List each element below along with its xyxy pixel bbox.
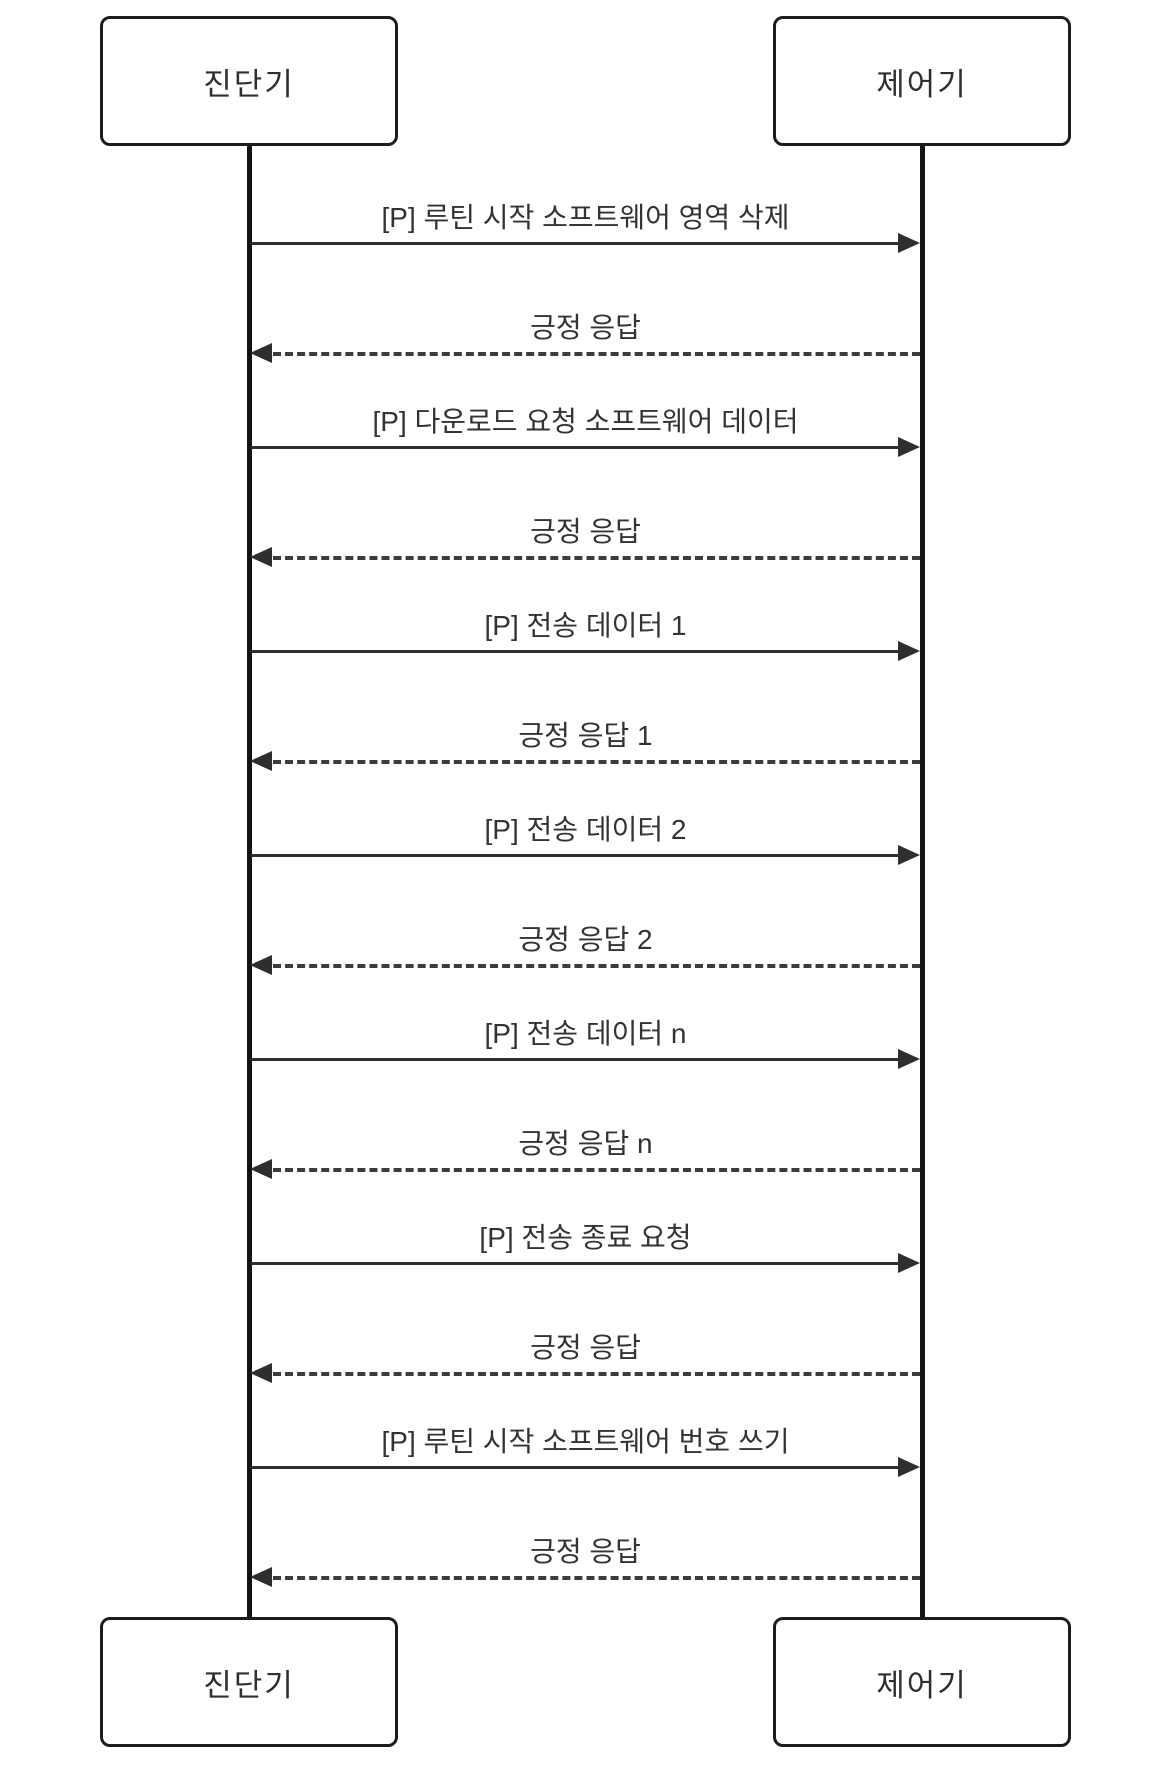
request-message-label: [P] 전송 데이터 2: [484, 814, 687, 845]
request-message-label: [P] 루틴 시작 소프트웨어 영역 삭제: [381, 202, 790, 233]
actor-label: 제어기: [876, 66, 968, 102]
arrowhead-right-icon: [898, 233, 920, 253]
arrowhead-left-icon: [250, 1159, 272, 1179]
lifeline-diagnostic: [247, 146, 252, 1617]
response-arrow-line: [273, 556, 920, 560]
request-message-label: [P] 전송 종료 요청: [479, 1222, 692, 1253]
actor-box-diagnostic-bottom: 진단기: [100, 1617, 398, 1747]
response-message-label: 긍정 응답 n: [518, 1128, 653, 1159]
actor-label: 제어기: [876, 1667, 968, 1703]
response-arrow-line: [273, 1168, 920, 1172]
arrowhead-right-icon: [898, 1253, 920, 1273]
request-arrow-line: [251, 446, 898, 449]
request-message-label: [P] 전송 데이터 n: [484, 1018, 687, 1049]
response-arrow-line: [273, 760, 920, 764]
request-arrow-line: [251, 854, 898, 857]
arrowhead-right-icon: [898, 641, 920, 661]
response-arrow-line: [273, 352, 920, 356]
actor-label: 진단기: [203, 66, 295, 102]
response-message-label: 긍정 응답: [530, 516, 641, 547]
response-message-label: 긍정 응답 2: [518, 924, 653, 955]
request-arrow-line: [251, 1058, 898, 1061]
arrowhead-left-icon: [250, 1363, 272, 1383]
response-message-label: 긍정 응답 1: [518, 720, 653, 751]
arrowhead-left-icon: [250, 1567, 272, 1587]
response-message-label: 긍정 응답: [530, 1536, 641, 1567]
request-message-label: [P] 전송 데이터 1: [484, 610, 687, 641]
request-message-label: [P] 다운로드 요청 소프트웨어 데이터: [372, 406, 799, 437]
request-arrow-line: [251, 1466, 898, 1469]
actor-box-controller-bottom: 제어기: [773, 1617, 1071, 1747]
lifeline-controller: [920, 146, 925, 1617]
arrowhead-right-icon: [898, 845, 920, 865]
response-message-label: 긍정 응답: [530, 312, 641, 343]
arrowhead-left-icon: [250, 343, 272, 363]
actor-box-controller-top: 제어기: [773, 16, 1071, 146]
response-message-label: 긍정 응답: [530, 1332, 641, 1363]
arrowhead-left-icon: [250, 547, 272, 567]
response-arrow-line: [273, 1372, 920, 1376]
request-arrow-line: [251, 650, 898, 653]
arrowhead-left-icon: [250, 751, 272, 771]
response-arrow-line: [273, 1576, 920, 1580]
response-arrow-line: [273, 964, 920, 968]
arrowhead-right-icon: [898, 1457, 920, 1477]
arrowhead-right-icon: [898, 1049, 920, 1069]
actor-label: 진단기: [203, 1667, 295, 1703]
request-arrow-line: [251, 242, 898, 245]
request-arrow-line: [251, 1262, 898, 1265]
actor-box-diagnostic-top: 진단기: [100, 16, 398, 146]
request-message-label: [P] 루틴 시작 소프트웨어 번호 쓰기: [381, 1426, 790, 1457]
arrowhead-left-icon: [250, 955, 272, 975]
arrowhead-right-icon: [898, 437, 920, 457]
